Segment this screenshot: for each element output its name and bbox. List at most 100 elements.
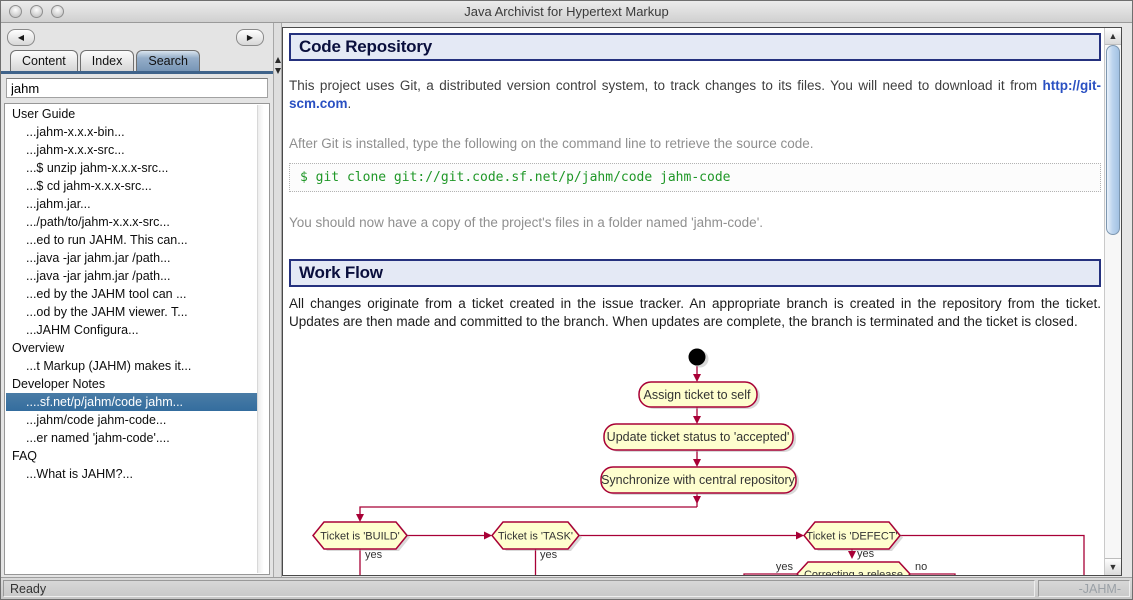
main-area: ◀ ▶ Content Index Search User Guide	[1, 23, 1132, 577]
edge-label-yes-build: yes	[365, 549, 383, 561]
divider-expand-icon[interactable]	[275, 68, 281, 74]
search-result-row[interactable]: ....sf.net/p/jahm/code jahm...	[6, 393, 257, 411]
search-result-row[interactable]: ...ed to run JAHM. This can...	[6, 231, 257, 249]
paragraph-intro: This project uses Git, a distributed ver…	[289, 77, 1101, 113]
search-result-label: ...jahm-x.x.x-bin...	[26, 125, 125, 139]
content-scrollbar[interactable]: ▲ ▼	[1104, 28, 1121, 575]
help-content-pane: Code Repository This project uses Git, a…	[282, 27, 1122, 576]
code-block: $ git clone git://git.code.sf.net/p/jahm…	[289, 163, 1101, 192]
search-results-rows: User Guide ...jahm-x.x.x-bin... ...jahm-…	[6, 105, 257, 573]
scrollbar-track[interactable]	[1105, 45, 1121, 558]
status-app-label: -JAHM-	[1038, 580, 1130, 597]
section-header-work-flow: Work Flow	[289, 259, 1101, 287]
search-result-row[interactable]: ...java -jar jahm.jar /path...	[6, 249, 257, 267]
search-result-row[interactable]: ...ed by the JAHM tool can ...	[6, 285, 257, 303]
svg-text:Ticket is 'TASK': Ticket is 'TASK'	[498, 531, 573, 543]
search-result-label: ...ed by the JAHM tool can ...	[26, 287, 187, 301]
navigator-tabs: Content Index Search	[10, 50, 202, 71]
paragraph-instructions: After Git is installed, type the followi…	[289, 136, 814, 151]
search-result-label: ...jahm-x.x.x-src...	[26, 143, 125, 157]
svg-text:Correcting a release: Correcting a release	[804, 569, 903, 575]
search-result-label: FAQ	[12, 449, 38, 463]
search-result-label: ...jahm/code jahm-code...	[26, 413, 167, 427]
search-result-row[interactable]: ...JAHM Configura...	[6, 321, 257, 339]
search-result-row[interactable]: FAQ	[6, 447, 257, 465]
start-node	[688, 348, 706, 366]
activity-synchronize: Synchronize with central repository	[600, 466, 799, 495]
search-result-label: ...t Markup (JAHM) makes it...	[26, 359, 192, 373]
svg-text:Update ticket status to 'accep: Update ticket status to 'accepted'	[607, 430, 790, 444]
minimize-icon[interactable]	[30, 5, 43, 18]
search-result-label: ...$ cd jahm-x.x.x-src...	[26, 179, 152, 193]
search-result-label: ...java -jar jahm.jar /path...	[26, 251, 171, 265]
search-result-label: ...JAHM Configura...	[26, 323, 139, 337]
search-result-label: Overview	[12, 341, 65, 355]
decision-task: Ticket is 'TASK'	[491, 521, 582, 551]
tab-underline	[1, 71, 273, 74]
help-content: Code Repository This project uses Git, a…	[283, 28, 1104, 575]
divider-collapse-icon[interactable]	[275, 57, 281, 63]
scroll-down-icon[interactable]: ▼	[1105, 558, 1121, 575]
section-header-code-repository: Code Repository	[289, 33, 1101, 61]
search-result-label: User Guide	[12, 107, 76, 121]
search-result-label: ...$ unzip jahm-x.x.x-src...	[26, 161, 169, 175]
tab-index[interactable]: Index	[79, 50, 135, 71]
svg-text:Synchronize with central repos: Synchronize with central repository	[601, 473, 796, 487]
close-icon[interactable]	[9, 5, 22, 18]
edge-label-yes-defect: yes	[857, 548, 875, 560]
activity-update-status: Update ticket status to 'accepted'	[603, 423, 796, 452]
search-result-row[interactable]: ...er named 'jahm-code'....	[6, 429, 257, 447]
activity-assign: Assign ticket to self	[638, 381, 760, 409]
svg-text:Ticket is 'BUILD': Ticket is 'BUILD'	[320, 531, 400, 543]
diagram-edges	[356, 366, 1085, 575]
split-divider[interactable]	[273, 23, 282, 577]
forward-button[interactable]: ▶	[236, 29, 264, 46]
back-button[interactable]: ◀	[7, 29, 35, 46]
paragraph-intro-period: .	[347, 96, 352, 111]
list-scrollbar-track[interactable]	[257, 105, 268, 573]
search-result-label: ...er named 'jahm-code'....	[26, 431, 170, 445]
search-result-row[interactable]: Developer Notes	[6, 375, 257, 393]
search-results-list: User Guide ...jahm-x.x.x-bin... ...jahm-…	[4, 103, 270, 575]
paragraph-result: You should now have a copy of the projec…	[289, 215, 764, 230]
search-result-row[interactable]: Overview	[6, 339, 257, 357]
edge-label-yes-correcting: yes	[776, 561, 794, 573]
decision-build: Ticket is 'BUILD'	[312, 521, 410, 551]
activity-diagram-svg: Assign ticket to self Update ticket stat…	[312, 348, 1085, 575]
search-result-row[interactable]: User Guide	[6, 105, 257, 123]
search-result-label: .../path/to/jahm-x.x.x-src...	[26, 215, 170, 229]
paragraph-intro-text: This project uses Git, a distributed ver…	[289, 78, 1043, 93]
search-result-label: ...od by the JAHM viewer. T...	[26, 305, 188, 319]
search-result-row[interactable]: ...t Markup (JAHM) makes it...	[6, 357, 257, 375]
statusbar: Ready -JAHM-	[1, 577, 1132, 599]
search-result-label: ...java -jar jahm.jar /path...	[26, 269, 171, 283]
search-result-label: ...jahm.jar...	[26, 197, 91, 211]
tab-search[interactable]: Search	[136, 50, 200, 71]
scrollbar-thumb[interactable]	[1106, 45, 1120, 235]
help-navigator-panel: ◀ ▶ Content Index Search User Guide	[1, 23, 273, 577]
decision-defect: Ticket is 'DEFECT'	[803, 521, 903, 551]
search-input[interactable]	[6, 78, 268, 98]
search-result-row[interactable]: ...od by the JAHM viewer. T...	[6, 303, 257, 321]
titlebar: Java Archivist for Hypertext Markup	[1, 1, 1132, 23]
zoom-icon[interactable]	[51, 5, 64, 18]
scroll-up-icon[interactable]: ▲	[1105, 28, 1121, 45]
svg-text:Ticket is 'DEFECT': Ticket is 'DEFECT'	[806, 531, 897, 543]
paragraph-workflow: All changes originate from a ticket crea…	[289, 296, 1101, 329]
search-result-row[interactable]: ...java -jar jahm.jar /path...	[6, 267, 257, 285]
search-result-row[interactable]: ...$ unzip jahm-x.x.x-src...	[6, 159, 257, 177]
search-result-label: ....sf.net/p/jahm/code jahm...	[26, 395, 184, 409]
svg-text:Assign ticket to self: Assign ticket to self	[644, 388, 752, 402]
search-result-row[interactable]: ...$ cd jahm-x.x.x-src...	[6, 177, 257, 195]
search-result-row[interactable]: ...jahm-x.x.x-src...	[6, 141, 257, 159]
search-result-row[interactable]: ...jahm-x.x.x-bin...	[6, 123, 257, 141]
git-scm-link[interactable]: http://git-scm.com	[289, 78, 1101, 111]
search-result-label: ...What is JAHM?...	[26, 467, 133, 481]
search-result-row[interactable]: .../path/to/jahm-x.x.x-src...	[6, 213, 257, 231]
search-result-row[interactable]: ...What is JAHM?...	[6, 465, 257, 483]
workflow-diagram: Assign ticket to self Update ticket stat…	[289, 337, 1101, 575]
tab-content[interactable]: Content	[10, 50, 78, 71]
search-result-row[interactable]: ...jahm.jar...	[6, 195, 257, 213]
search-result-row[interactable]: ...jahm/code jahm-code...	[6, 411, 257, 429]
